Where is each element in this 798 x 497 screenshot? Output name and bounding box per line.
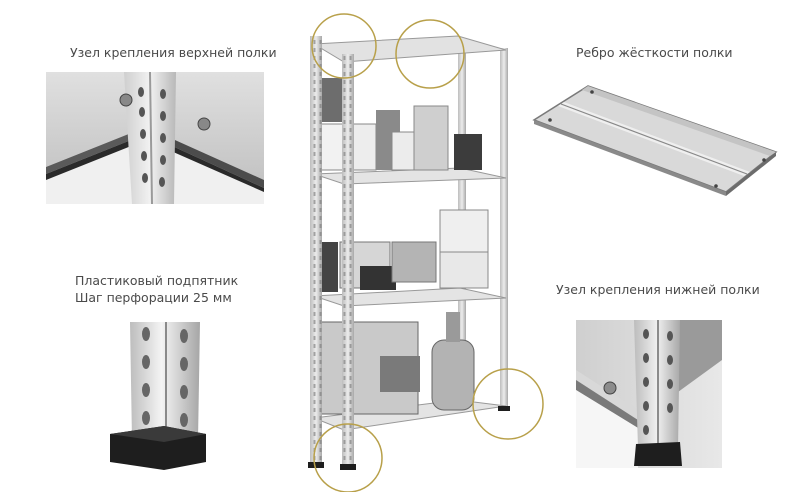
highlight-circle-bottom-left bbox=[313, 423, 383, 492]
caption-bottom-shelf-joint: Узел крепления нижней полки bbox=[556, 282, 760, 297]
highlight-circle-top-left bbox=[311, 13, 377, 79]
caption-foot-line1: Пластиковый подпятник bbox=[75, 273, 239, 288]
caption-shelf-rib: Ребро жёсткости полки bbox=[576, 45, 733, 60]
top-shelf-joint-photo bbox=[46, 72, 264, 204]
caption-top-shelf-joint: Узел крепления верхней полки bbox=[70, 45, 277, 60]
caption-foot-line2: Шаг перфорации 25 мм bbox=[75, 290, 232, 305]
shelf-rib-photo bbox=[530, 80, 780, 196]
shelving-rack-photo bbox=[300, 6, 522, 492]
plastic-foot-photo bbox=[108, 322, 208, 472]
highlight-circle-bottom-right bbox=[472, 368, 544, 440]
highlight-circle-top-right bbox=[395, 19, 465, 89]
bottom-shelf-joint-photo bbox=[576, 320, 722, 468]
